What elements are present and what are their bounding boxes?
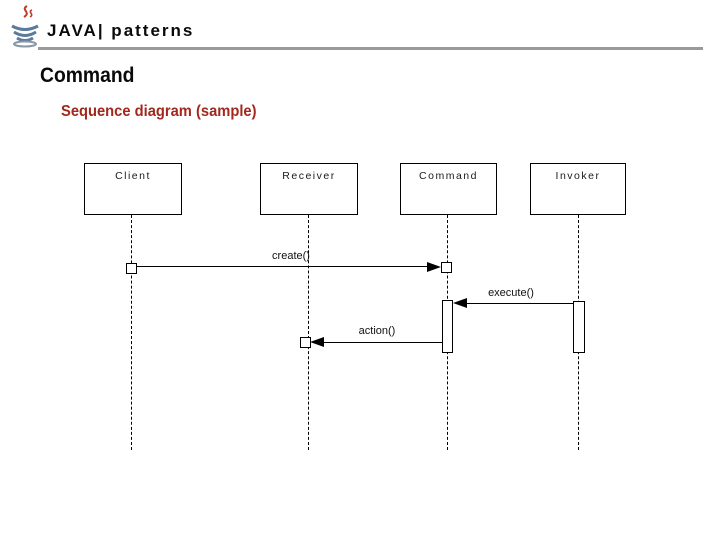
message-line-execute [466,303,573,304]
page-title: Command [40,64,135,87]
arrowhead-left-icon [310,337,324,347]
arrowhead-left-icon [453,298,467,308]
activation-command-create-target [441,262,452,273]
lifeline-receiver [308,215,309,450]
arrowhead-right-icon [427,262,441,272]
activation-client-create-source [126,263,137,274]
participant-box-client: Client [84,163,182,215]
activation-bar-invoker [573,301,585,353]
participant-label-client: Client [115,170,151,182]
participant-box-receiver: Receiver [260,163,358,215]
lifeline-client [131,215,132,450]
java-coffee-cup-icon [6,4,44,48]
page-subtitle: Sequence diagram (sample) [61,103,257,120]
participant-label-command: Command [419,170,478,182]
participant-label-invoker: Invoker [555,170,601,182]
message-line-action [324,342,442,343]
participant-box-invoker: Invoker [530,163,626,215]
header-rule [38,47,703,50]
message-label-action: action() [358,325,396,337]
message-label-execute: execute() [488,287,534,299]
participant-box-command: Command [400,163,497,215]
message-line-create [137,266,428,267]
brand-text: JAVA| patterns [47,21,195,40]
participant-label-receiver: Receiver [282,170,336,182]
activation-bar-command [442,300,453,353]
message-label-create: create() [272,250,310,262]
activation-receiver-action-target [300,337,311,348]
